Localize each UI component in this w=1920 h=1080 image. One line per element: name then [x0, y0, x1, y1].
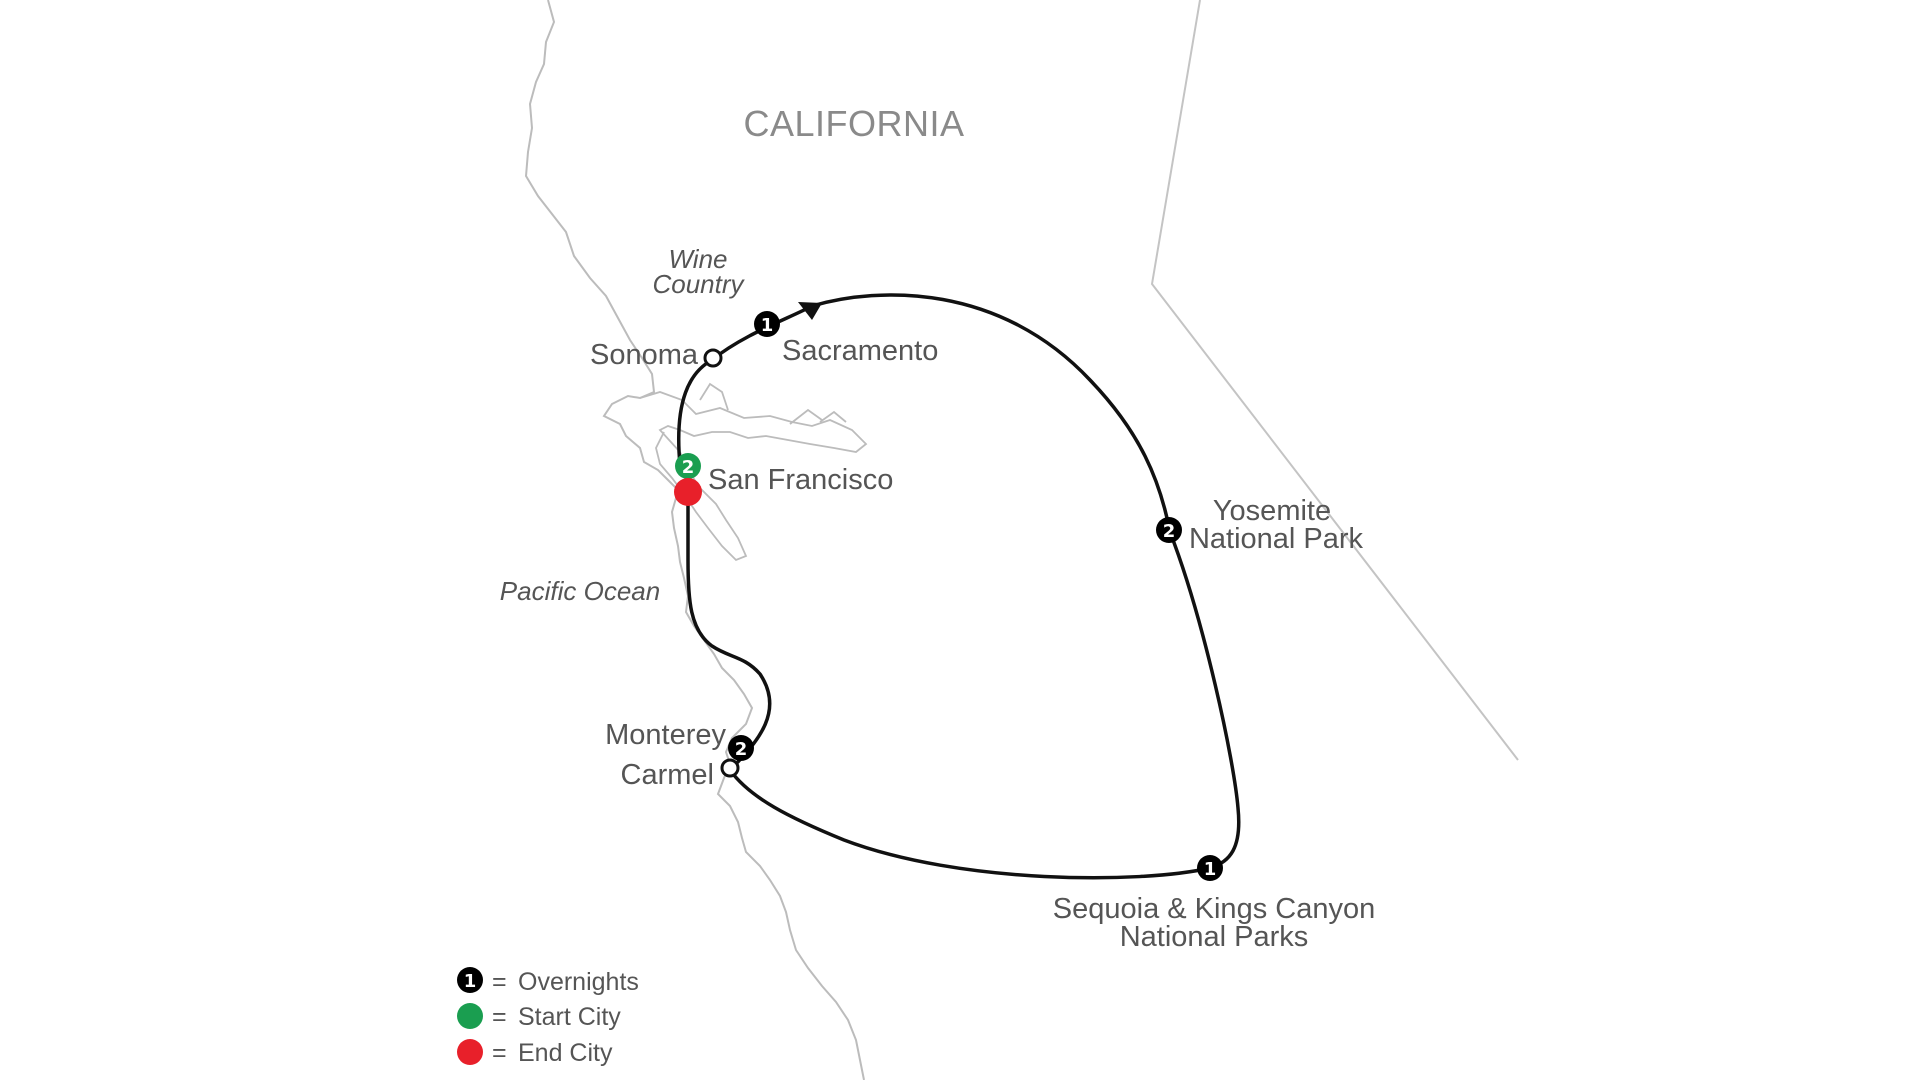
wine-country-line-2: Country	[652, 269, 745, 299]
sequoia-overnight-badge: 1	[1197, 855, 1223, 881]
svg-text:Overnights: Overnights	[518, 968, 639, 996]
state-border-nevada	[1150, 0, 1519, 761]
svg-text:=: =	[492, 1003, 507, 1031]
svg-text:1: 1	[464, 971, 477, 992]
svg-text:2: 2	[682, 457, 695, 478]
san-francisco-label: San Francisco	[708, 464, 893, 496]
yosemite-label-line-2: National Park	[1189, 523, 1364, 555]
route-arrow	[798, 302, 822, 320]
svg-text:2: 2	[735, 739, 748, 760]
monterey-overnight-badge: 2	[728, 735, 754, 761]
tour-route	[677, 293, 1241, 880]
san-francisco-start-badge: 2	[675, 453, 701, 479]
sequoia-label-line-1: Sequoia & Kings Canyon	[1053, 893, 1375, 925]
yosemite-overnight-badge: 2	[1156, 517, 1182, 543]
san-pablo-bay	[639, 391, 868, 562]
sacramento-overnight-badge: 1	[754, 311, 780, 337]
yosemite-label-line-1: Yosemite	[1213, 495, 1331, 527]
sonoma-label: Sonoma	[590, 339, 699, 371]
sacramento-label: Sacramento	[782, 335, 938, 367]
bay-inlet	[699, 382, 847, 425]
legend-start-city: = Start City	[457, 1003, 621, 1031]
svg-text:Start City: Start City	[518, 1003, 621, 1031]
svg-text:End City: End City	[518, 1039, 613, 1067]
state-label: CALIFORNIA	[743, 103, 964, 144]
svg-text:1: 1	[761, 315, 774, 336]
san-francisco-end-marker	[674, 478, 702, 506]
svg-text:=: =	[492, 1039, 507, 1067]
carmel-label: Carmel	[621, 759, 714, 791]
carmel-marker	[720, 758, 740, 778]
monterey-label: Monterey	[605, 719, 726, 751]
coastline	[524, 0, 865, 1080]
svg-text:=: =	[492, 968, 507, 996]
sequoia-label-line-2: National Parks	[1120, 921, 1309, 953]
svg-text:2: 2	[1163, 521, 1176, 542]
pacific-ocean-label: Pacific Ocean	[500, 576, 660, 606]
sonoma-marker	[703, 348, 723, 368]
legend-overnights: 1 = Overnights	[457, 967, 639, 996]
map-legend: 1 = Overnights = Start City = End City	[457, 967, 639, 1067]
legend-end-city: = End City	[457, 1039, 613, 1067]
wine-country-line-1: Wine	[668, 244, 727, 274]
svg-text:1: 1	[1204, 859, 1217, 880]
